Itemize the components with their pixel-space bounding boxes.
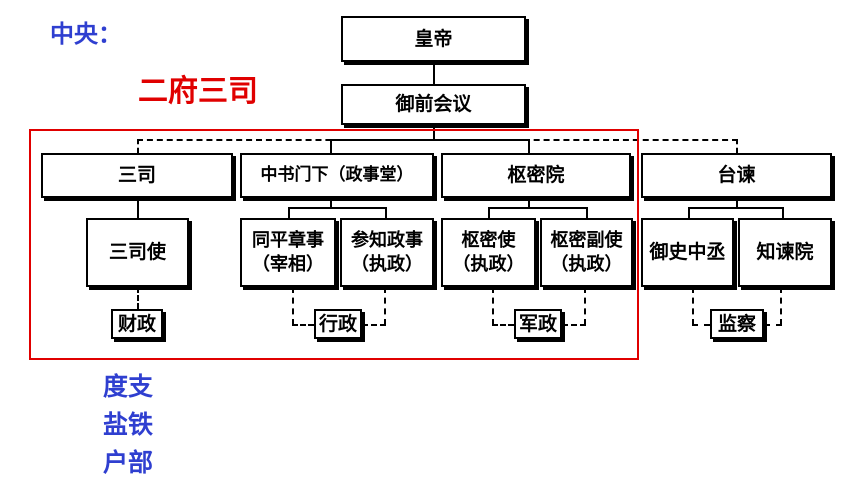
canzhi-line2: （执政） [351,253,423,275]
emperor-box: 皇帝 [341,16,526,62]
connector-emperor-council [433,62,435,84]
connector-sansishi-finance [137,287,139,309]
tongping-box: 同平章事 （宰相） [240,218,336,287]
council-box: 御前会议 [341,84,526,125]
connector-zhijian [782,207,784,218]
connector-taijian-bar [688,207,784,209]
shumiyuan-box: 枢密院 [441,153,631,198]
taijian-box: 台谏 [641,153,832,198]
connector-shumiyuan-bar [488,207,588,209]
connector-council-down [433,125,435,140]
connector-shumifushi-mil-v [584,287,586,325]
military-box: 军政 [514,309,562,339]
connector-shumishi [488,207,490,218]
administration-box: 行政 [314,309,362,339]
section-title: 二府三司 [138,74,258,109]
connector-solid-branch [330,139,530,141]
connector-zhongshu [330,139,332,153]
tongping-line2: （宰相） [252,253,324,275]
dept-yantie: 盐铁 [103,410,154,439]
connector-sup-left [692,324,710,326]
sansishi-box: 三司使 [86,218,189,287]
supervision-box: 监察 [710,309,764,339]
erfu-sansi-frame [29,129,639,360]
canzhi-line1: 参知政事 [351,230,423,252]
connector-yushi [688,207,690,218]
central-label: 中央： [50,20,122,48]
dept-duzhi: 度支 [103,372,154,401]
connector-dashed-sansi [137,139,139,153]
connector-shumiyuan-down [528,198,530,209]
shumifushi-box: 枢密副使 （执政） [540,218,633,287]
canzhi-box: 参知政事 （执政） [340,218,434,287]
connector-admin-left [292,324,314,326]
connector-tongping [288,207,290,218]
connector-zhongshu-down [330,198,332,209]
connector-canzhi-admin-v [384,287,386,325]
connector-admin-right [362,324,386,326]
connector-taijian-down [736,198,738,209]
zhongshu-box: 中书门下（政事堂） [240,153,434,198]
connector-canzhi [385,207,387,218]
connector-shumishi-mil-v [492,287,494,325]
shumishi-line1: 枢密使 [461,230,516,252]
yushizhongcheng-box: 御史中丞 [641,218,734,287]
connector-sup-right [764,324,782,326]
connector-yushi-sup-v [692,287,694,325]
shumishi-line2: （执政） [452,253,525,275]
connector-shumiyuan [528,139,530,153]
shumifushi-line2: （执政） [550,253,623,275]
connector-shumifushi [586,207,588,218]
connector-zhijian-sup-v [780,287,782,325]
tongping-line1: 同平章事 [252,230,324,252]
connector-zhongshu-bar [288,207,387,209]
dept-hubu: 户部 [103,448,154,477]
zhijianyuan-box: 知谏院 [738,218,832,287]
sansi-box: 三司 [41,153,233,198]
connector-mil-left [492,324,514,326]
connector-mil-right [562,324,586,326]
shumifushi-line1: 枢密副使 [550,230,623,252]
finance-box: 财政 [111,309,163,339]
connector-sansi-sansishi [137,198,139,218]
shumishi-box: 枢密使 （执政） [441,218,536,287]
connector-dashed-taijian [736,139,738,153]
connector-tongping-admin-v [292,287,294,325]
